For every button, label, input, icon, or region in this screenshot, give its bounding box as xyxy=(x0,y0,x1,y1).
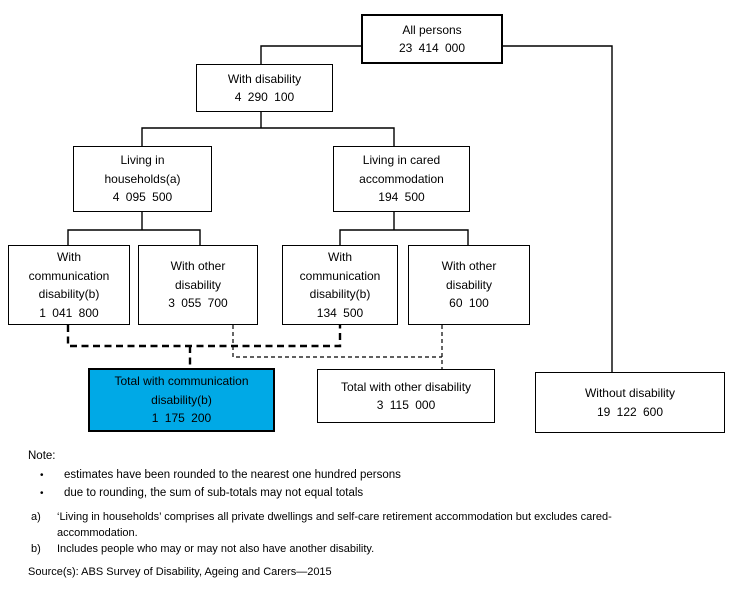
node-label: With xyxy=(328,250,352,264)
source-note: Source(s): ABS Survey of Disability, Age… xyxy=(28,566,332,578)
footnote-text: ‘Living in households’ comprises all pri… xyxy=(57,511,612,539)
node-label: Living in xyxy=(120,153,165,168)
note-heading: Note: xyxy=(28,450,56,462)
node-value: 4 095 500 xyxy=(112,190,173,205)
node-cared-other-disability: With other disability 60 100 xyxy=(408,245,530,325)
bullet-icon: • xyxy=(40,488,44,499)
node-households-communication-disability: With communication disability(b) 1 041 8… xyxy=(8,245,130,325)
note-bullet-text: due to rounding, the sum of sub-totals m… xyxy=(64,487,364,499)
node-label: disability(b) xyxy=(151,392,212,407)
node-value: 23 414 000 xyxy=(398,41,466,55)
node-value: 19 122 600 xyxy=(596,404,664,419)
footnote-text: Includes people who may or may not also … xyxy=(57,543,375,555)
footnote-b: b) Includes people who may or may not al… xyxy=(31,542,687,558)
node-label: accommodation xyxy=(359,171,444,186)
node-label: Total with communication xyxy=(114,374,249,389)
node-households-other-disability: With other disability 3 055 700 xyxy=(138,245,258,325)
node-value: 1 041 800 xyxy=(39,305,99,320)
node-total-communication-disability: Total with communication disability(b) 1… xyxy=(88,368,275,432)
node-value: 194 500 xyxy=(378,190,425,205)
node-living-in-cared-accommodation: Living in cared accommodation 194 500 xyxy=(333,146,470,212)
node-label: With xyxy=(57,250,81,264)
node-all-persons: All persons 23 414 000 xyxy=(361,14,503,64)
node-living-in-households: Living in households(a) 4 095 500 xyxy=(73,146,212,212)
node-label: Without disability xyxy=(584,386,676,400)
node-value: 3 055 700 xyxy=(168,296,228,311)
node-label: disability xyxy=(445,277,493,292)
node-label: communication xyxy=(299,268,381,283)
node-label: Living in cared xyxy=(362,153,441,168)
node-value: 4 290 100 xyxy=(234,90,295,104)
node-label: communication xyxy=(28,268,110,283)
node-label: All persons xyxy=(402,22,462,37)
node-label: disability(b) xyxy=(309,287,371,301)
node-label: With disability xyxy=(227,71,302,86)
node-without-disability: Without disability 19 122 600 xyxy=(535,372,725,433)
footnote-label: a) xyxy=(31,511,41,523)
node-with-disability: With disability 4 290 100 xyxy=(196,64,333,112)
node-label: With other xyxy=(441,259,497,274)
node-value: 1 175 200 xyxy=(151,411,212,426)
node-total-other-disability: Total with other disability 3 115 000 xyxy=(317,369,495,423)
node-label: Total with other disability xyxy=(340,379,472,394)
note-bullet-1: • estimates have been rounded to the nea… xyxy=(40,468,401,483)
note-bullet-2: • due to rounding, the sum of sub-totals… xyxy=(40,486,363,501)
node-label: households(a) xyxy=(104,171,181,186)
node-label: disability(b) xyxy=(38,287,100,301)
footnote-a: a) ‘Living in households’ comprises all … xyxy=(31,510,687,541)
bullet-icon: • xyxy=(40,470,44,481)
note-bullet-text: estimates have been rounded to the neare… xyxy=(64,469,401,481)
node-value: 60 100 xyxy=(449,296,489,311)
footnote-label: b) xyxy=(31,543,41,555)
node-cared-communication-disability: With communication disability(b) 134 500 xyxy=(282,245,398,325)
node-value: 3 115 000 xyxy=(376,398,436,412)
node-label: disability xyxy=(174,277,222,292)
node-value: 134 500 xyxy=(316,305,364,320)
node-label: With other xyxy=(170,259,226,274)
